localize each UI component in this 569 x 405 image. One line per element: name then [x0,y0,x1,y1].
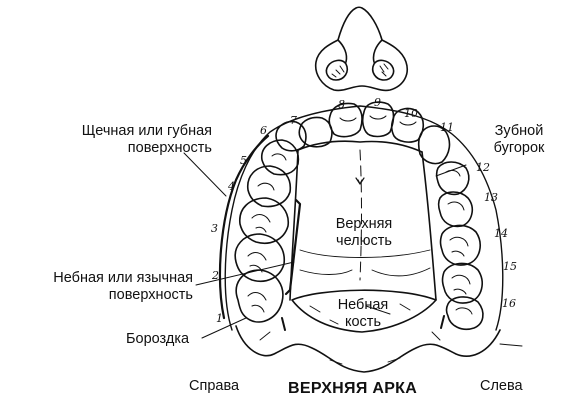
lingual-surface-label: Небная или язычная поверхность [53,270,193,304]
lingual-surface-line-2: поверхность [53,287,193,304]
tooth-number-1: 1 [216,312,223,325]
tooth-number-13: 13 [484,191,498,204]
tooth-number-12: 12 [476,161,490,174]
groove-label: Бороздка [126,331,189,348]
diagram-title: ВЕРХНЯЯ АРКА [288,380,417,397]
maxilla-line-2: челюсть [322,233,406,250]
cusp-label: Зубной бугорок [484,123,554,157]
buccal-surface-label: Щечная или губная поверхность [82,123,212,157]
nose-drawing [316,7,408,90]
tooth-number-9: 9 [374,96,381,109]
tooth-number-8: 8 [338,98,345,111]
lingual-surface-line-1: Небная или язычная [53,270,193,287]
tooth-number-7: 7 [290,114,297,127]
buccal-surface-line-2: поверхность [82,140,212,157]
tooth-number-2: 2 [211,269,219,282]
tooth-number-14: 14 [494,227,508,240]
tooth-number-6: 6 [260,124,267,137]
tooth-number-4: 4 [227,180,235,193]
palatine-bone-label: Небная кость [326,297,400,331]
tooth-number-3: 3 [211,222,218,235]
tooth-number-15: 15 [503,260,517,273]
tooth-number-5: 5 [240,154,247,167]
maxilla-line-1: Верхняя [322,216,406,233]
tooth-number-16: 16 [502,297,516,310]
right-teeth [235,117,332,322]
left-side-label: Слева [480,378,523,395]
cusp-line-2: бугорок [484,140,554,157]
maxilla-label: Верхняя челюсть [322,216,406,250]
right-side-label: Справа [189,378,239,395]
tooth-number-11: 11 [440,121,454,134]
palatine-bone-line-1: Небная [326,297,400,314]
cusp-line-1: Зубной [484,123,554,140]
palatine-bone-line-2: кость [326,314,400,331]
tooth-number-10: 10 [404,107,418,120]
buccal-surface-line-1: Щечная или губная [82,123,212,140]
